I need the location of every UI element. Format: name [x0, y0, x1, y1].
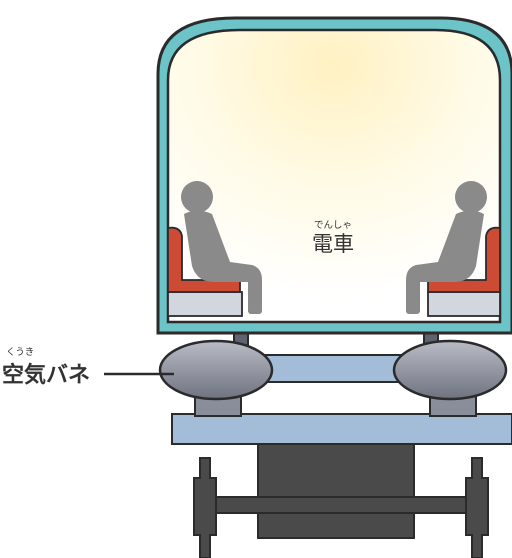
- bogie-assembly: [193, 439, 489, 558]
- car-body-interior: [166, 28, 502, 324]
- car-body: [156, 16, 512, 335]
- passenger-left-icon: [181, 181, 262, 314]
- train-label-reading: でんしゃ: [314, 220, 352, 231]
- air-spring-right: [392, 325, 508, 417]
- axle-bar: [205, 496, 479, 514]
- left-wheel: [193, 457, 217, 558]
- passenger-right-icon: [406, 181, 487, 314]
- train-label: 電車: [312, 232, 354, 256]
- seat-right: [427, 226, 501, 317]
- right-wheel: [465, 457, 489, 558]
- bolster-beam: [171, 413, 512, 445]
- bogie-center-block: [257, 439, 415, 539]
- callout-label-reading: くうき: [6, 347, 34, 358]
- callout-label: 空気バネ: [2, 362, 90, 388]
- seat-left: [167, 226, 243, 317]
- air-spring-left: [158, 325, 274, 417]
